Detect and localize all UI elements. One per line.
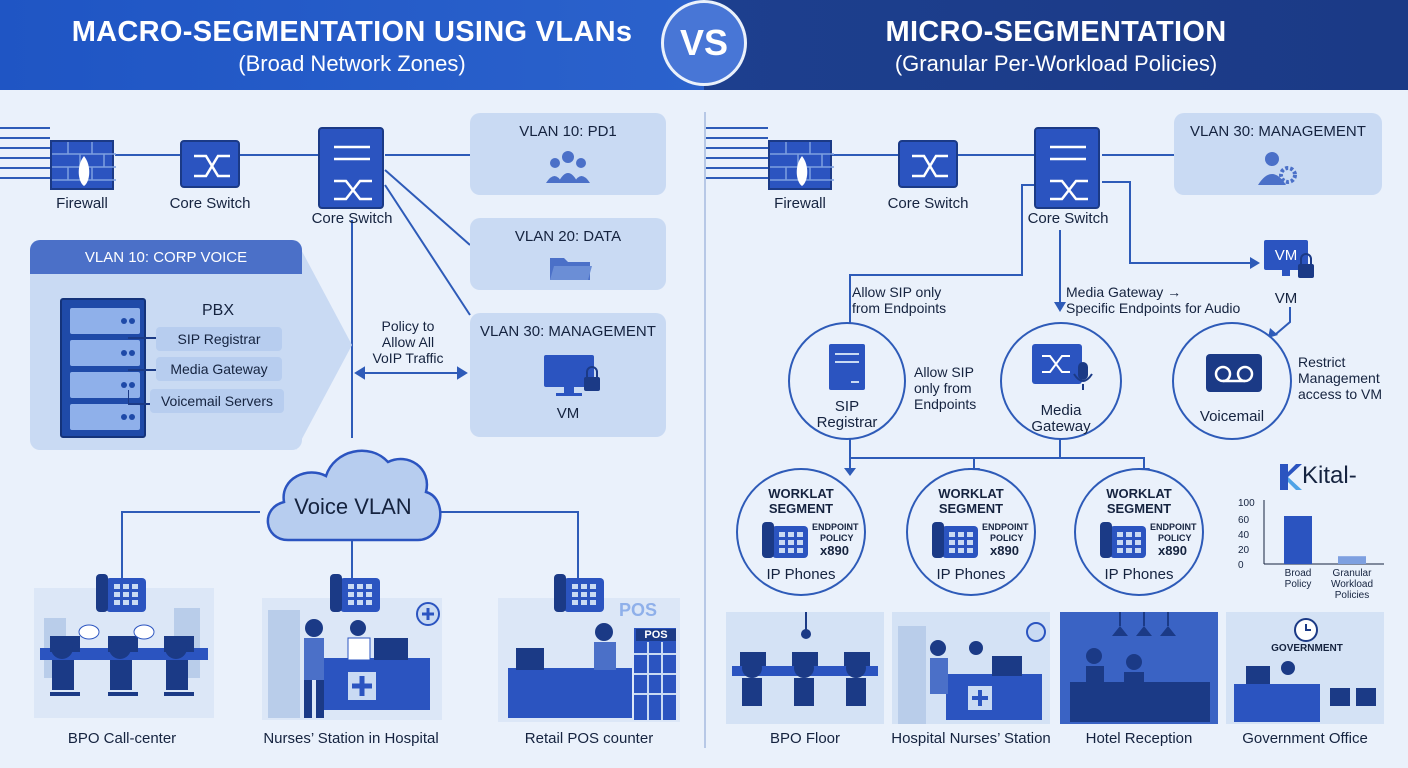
scene-label-bpo: BPO Call-center — [67, 730, 177, 747]
right-vlan-mgmt-label: VLAN 30: MANAGEMENT — [1190, 123, 1366, 140]
pos-small-sign: POS — [636, 629, 676, 641]
chart-y-tick: 100 — [1238, 498, 1255, 509]
scene-label-hotel: Hotel Reception — [1085, 730, 1193, 747]
left-firewall-label: Firewall — [56, 195, 108, 212]
right-firewall-label: Firewall — [774, 195, 826, 212]
pbx-label: PBX — [201, 302, 234, 319]
pbx-item-sip: SIP Registrar — [156, 327, 282, 351]
scene-label-government: Government Office — [1242, 730, 1368, 747]
folder-icon — [550, 258, 592, 280]
vlan-mgmt-label: VLAN 30: MANAGEMENT — [480, 323, 656, 340]
chart-y-tick: 20 — [1238, 545, 1250, 556]
right-core-switch-2-label: Core Switch — [1027, 210, 1109, 227]
sip-registrar-node: SIP Registrar — [788, 322, 906, 440]
scene-hospital-nurses — [892, 612, 1050, 724]
restrict-text: Restrict Management access to VM — [1298, 354, 1383, 402]
desk-phone-icon — [96, 574, 146, 612]
vm-screen-label: VM — [1274, 247, 1298, 264]
right-core-switch-1-label: Core Switch — [887, 195, 969, 212]
left-core-switch-2-label: Core Switch — [311, 210, 393, 227]
vlan-mgmt-vm-label: VM — [556, 405, 580, 422]
scene-retail-pos — [498, 598, 680, 722]
media-gateway-node: Media Gateway — [1000, 322, 1122, 440]
left-connections — [0, 127, 471, 438]
scene-bpo-floor — [726, 612, 884, 724]
left-core-switch-1-label: Core Switch — [169, 195, 251, 212]
switch-icon — [180, 140, 240, 188]
vlan-mgmt-box: VLAN 30: MANAGEMENT VM — [470, 313, 666, 437]
government-sign: GOVERNMENT — [1271, 643, 1343, 654]
chart-bar — [1284, 516, 1312, 564]
workload-segment-3: WORKLAT SEGMENT ENDPOINT POLICY x890 IP … — [1074, 468, 1204, 596]
users-icon — [546, 151, 590, 183]
brand-logo-icon — [1280, 464, 1302, 490]
server-icon — [829, 344, 865, 390]
right-vlan-mgmt-box: VLAN 30: MANAGEMENT — [1174, 113, 1382, 195]
chart-y-tick: 40 — [1238, 530, 1250, 541]
policy-text: Policy to Allow All VoIP Traffic — [372, 318, 444, 366]
allow-sip-top-text: Allow SIP only from Endpoints — [852, 284, 947, 316]
monitor-lock-icon — [544, 355, 600, 396]
scene-label-retail: Retail POS counter — [524, 730, 654, 747]
vlan-pd1-label: VLAN 10: PD1 — [519, 123, 617, 140]
vlan-pd1-box: VLAN 10: PD1 — [470, 113, 666, 195]
core-switch-icon — [318, 127, 384, 209]
vlan-data-box: VLAN 20: DATA — [470, 218, 666, 290]
left-header: MACRO-SEGMENTATION USING VLANs (Broad Ne… — [0, 0, 704, 90]
pbx-item-voicemail: Voicemail Servers — [150, 389, 284, 413]
vm-icon — [1264, 238, 1316, 284]
switch-icon — [898, 140, 958, 188]
left-title: MACRO-SEGMENTATION USING VLANs — [71, 16, 633, 48]
scene-label-bpo-floor: BPO Floor — [769, 730, 841, 747]
desk-phone-icon — [1100, 522, 1146, 558]
right-header: MICRO-SEGMENTATION (Granular Per-Workloa… — [704, 0, 1408, 90]
voice-vlan-label: Voice VLAN — [294, 494, 412, 519]
gateway-mic-icon — [1032, 344, 1093, 390]
user-gear-icon — [1258, 152, 1297, 185]
firewall-icon — [50, 140, 116, 190]
scene-hotel-reception — [1060, 612, 1218, 724]
scene-label-hospital: Hospital Nurses’ Station — [891, 730, 1051, 747]
scene-label-nurses: Nurses’ Station in Hospital — [263, 730, 439, 747]
right-subtitle: (Granular Per-Workload Policies) — [894, 51, 1218, 76]
core-switch-icon — [1034, 127, 1100, 209]
allow-sip-side-text: Allow SIP only from Endpoints — [914, 364, 977, 412]
vm-label: VM — [1274, 290, 1298, 307]
workload-segment-2: WORKLAT SEGMENT ENDPOINT POLICY x890 IP … — [906, 468, 1036, 596]
desk-phone-icon — [762, 522, 808, 558]
cloud-icon — [266, 449, 442, 542]
chart-bar — [1338, 556, 1366, 564]
workload-segment-1: WORKLAT SEGMENT ENDPOINT POLICY x890 IP … — [736, 468, 866, 596]
center-divider — [704, 112, 706, 748]
pbx-item-media: Media Gateway — [156, 357, 282, 381]
chart-y-tick: 0 — [1238, 560, 1244, 571]
brand-name: Kital- — [1302, 462, 1357, 489]
chart-y-tick: 60 — [1238, 515, 1250, 526]
voicemail-node: Voicemail — [1172, 322, 1292, 440]
vs-badge: VS — [661, 0, 747, 86]
scene-nurses-station — [262, 598, 442, 720]
corp-voice-chevron — [296, 240, 352, 450]
server-rack-icon — [60, 298, 146, 438]
voicemail-icon — [1206, 354, 1262, 392]
desk-phone-icon — [554, 574, 604, 612]
right-title: MICRO-SEGMENTATION — [885, 16, 1227, 48]
desk-phone-icon — [330, 574, 380, 612]
corp-voice-title: VLAN 10: CORP VOICE — [30, 240, 302, 274]
scene-government-office — [1226, 612, 1384, 724]
vlan-data-label: VLAN 20: DATA — [514, 228, 622, 245]
pos-sign: POS — [618, 600, 657, 620]
left-subtitle: (Broad Network Zones) — [238, 51, 466, 76]
pbx-connectors — [128, 337, 156, 405]
media-gw-text: Media Gateway → Specific Endpoints for A… — [1066, 284, 1241, 316]
firewall-icon — [768, 140, 834, 190]
desk-phone-icon — [932, 522, 978, 558]
